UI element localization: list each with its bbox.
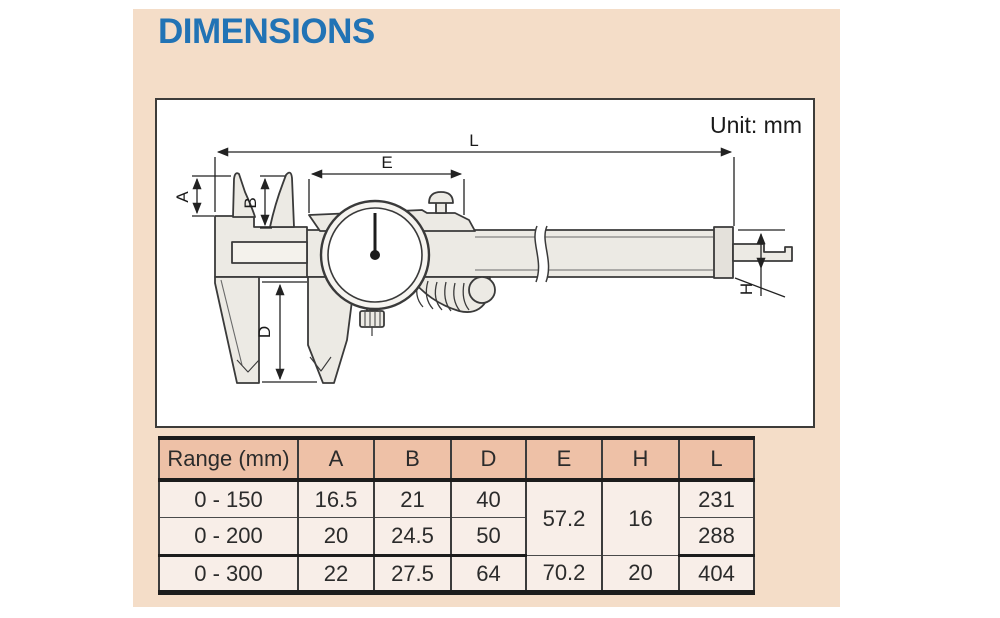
dim-label-H: H [737,283,756,295]
dim-label-D: D [255,326,274,338]
dimensions-table: Range (mm) A B D E H L 0 - 150 16.5 21 4… [158,436,755,595]
col-header-a: A [297,438,374,482]
cell-d: 64 [450,555,526,593]
cell-d: 50 [450,517,526,557]
cell-l: 404 [678,555,754,593]
cell-range: 0 - 200 [159,517,298,557]
caliper-diagram-box: Unit: mm L E A B D H [155,98,815,428]
cell-d: 40 [450,480,526,518]
dim-label-L: L [469,131,478,150]
caliper-diagram: Unit: mm L E A B D H [173,112,802,384]
cell-a: 16.5 [297,480,374,518]
dimensions-table-wrap: Range (mm) A B D E H L 0 - 150 16.5 21 4… [158,436,755,595]
cell-e: 70.2 [525,555,602,593]
col-header-h: H [601,438,679,482]
cell-e-merged: 57.2 [525,480,602,556]
cell-h: 20 [601,555,679,593]
content-panel: DIMENSIONS [133,9,840,607]
col-header-d: D [450,438,526,482]
knurl-lines [416,279,470,312]
body-groove [231,241,308,264]
table-row: 0 - 300 22 27.5 64 70.2 20 404 [159,555,754,593]
dim-label-A: A [173,191,192,203]
dimension-lines [192,147,786,383]
col-header-b: B [373,438,451,482]
cell-range: 0 - 150 [159,480,298,518]
col-header-l: L [678,438,754,482]
thumb-roller [468,276,496,304]
table-row: 0 - 200 20 24.5 50 288 [159,517,754,557]
dial-hub [370,250,380,260]
depth-rod [732,243,793,262]
cell-l: 288 [678,517,754,557]
col-header-range: Range (mm) [159,438,298,482]
upper-jaw-fixed [232,172,256,218]
header-row: Range (mm) A B D E H L [159,438,754,482]
cell-b: 27.5 [373,555,451,593]
beam-break [534,224,550,284]
dim-label-E: E [381,153,392,172]
caliper-body [214,171,793,384]
col-header-e: E [525,438,602,482]
cell-b: 21 [373,480,451,518]
cell-range: 0 - 300 [159,555,298,593]
page-title: DIMENSIONS [158,12,375,51]
unit-label: Unit: mm [710,112,802,138]
cell-l: 231 [678,480,754,518]
lower-jaw-fixed [214,276,260,384]
cell-a: 20 [297,517,374,557]
beam-end-cap [713,226,734,279]
cell-h-merged: 16 [601,480,679,556]
table-row: 0 - 150 16.5 21 40 57.2 16 231 [159,480,754,556]
cell-b: 24.5 [373,517,451,557]
upper-jaw-slider [269,171,295,228]
thumb-screw-cap [428,191,454,204]
dim-label-B: B [241,197,260,208]
cell-a: 22 [297,555,374,593]
